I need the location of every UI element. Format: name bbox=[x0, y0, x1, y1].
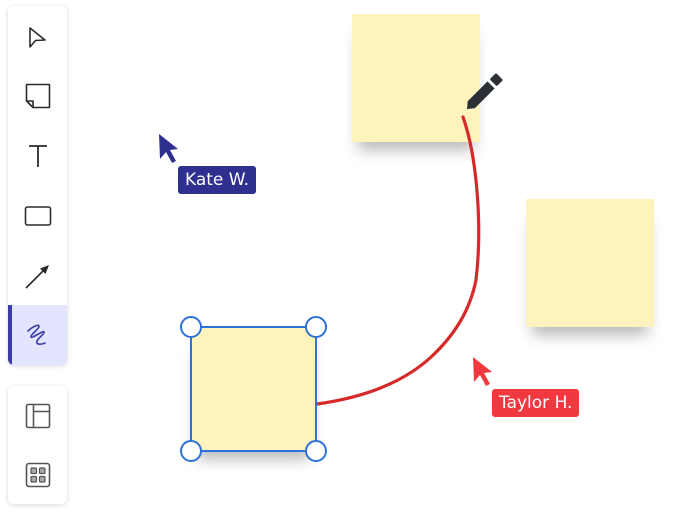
tool-select[interactable] bbox=[8, 8, 67, 68]
tool-freehand-pen[interactable] bbox=[8, 305, 67, 365]
secondary-toolbar bbox=[8, 386, 67, 504]
resize-handle-top-left[interactable] bbox=[180, 316, 202, 338]
main-toolbar bbox=[8, 6, 67, 365]
arrow-icon bbox=[24, 265, 49, 289]
pencil-cursor-icon bbox=[467, 73, 503, 109]
sticky-note-right[interactable] bbox=[526, 199, 654, 327]
tool-sticky-note[interactable] bbox=[8, 66, 67, 126]
resize-handle-bottom-right[interactable] bbox=[305, 440, 327, 462]
layout-panel-icon bbox=[25, 403, 50, 429]
sticky-note-selected[interactable] bbox=[190, 327, 316, 451]
resize-handle-bottom-left[interactable] bbox=[180, 440, 202, 462]
tool-arrow[interactable] bbox=[8, 246, 67, 306]
tool-layout[interactable] bbox=[8, 386, 67, 446]
freehand-connector[interactable] bbox=[315, 115, 481, 406]
rectangle-icon bbox=[24, 206, 51, 226]
collaborator-cursor-taylor-icon bbox=[473, 357, 492, 386]
sticky-note-icon bbox=[25, 83, 50, 109]
tool-text[interactable] bbox=[8, 126, 67, 186]
collaborator-cursor-kate-icon bbox=[159, 134, 178, 163]
freehand-pen-icon bbox=[26, 324, 46, 345]
cursor-arrow-icon bbox=[28, 27, 46, 48]
tool-apps[interactable] bbox=[8, 445, 67, 505]
apps-grid-icon bbox=[25, 462, 50, 488]
collaborator-label-taylor: Taylor H. bbox=[492, 389, 580, 417]
selection-outline bbox=[190, 326, 317, 452]
resize-handle-top-right[interactable] bbox=[305, 316, 327, 338]
tool-rectangle[interactable] bbox=[8, 186, 67, 246]
collaborator-label-kate: Kate W. bbox=[178, 166, 257, 194]
sticky-note-top[interactable] bbox=[352, 14, 480, 142]
text-icon bbox=[28, 145, 47, 167]
